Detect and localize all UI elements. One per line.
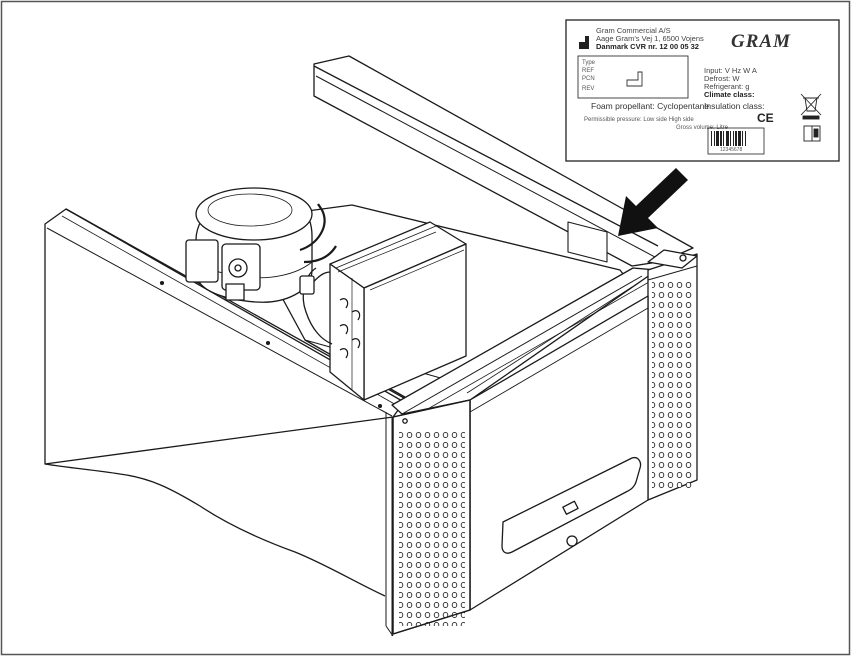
- manual-book-icon: [803, 125, 821, 142]
- label-gross-line: Gross volume: Litre: [676, 125, 729, 131]
- label-rev-field: REV: [582, 86, 595, 92]
- indicator-hole: [566, 535, 578, 547]
- label-barcode-number: 12345678: [720, 147, 743, 153]
- barcode-bar: [738, 131, 741, 146]
- compressor: [185, 187, 337, 303]
- label-type-field: Type: [582, 60, 596, 66]
- barcode-icon: [707, 127, 765, 155]
- label-ref-field: REF: [582, 68, 594, 74]
- label-input-line: Input: V Hz W A: [704, 66, 757, 75]
- label-company-line3: Danmark CVR nr. 12 00 05 32: [596, 42, 699, 51]
- barcode-bar: [711, 131, 712, 146]
- label-ce-mark: CE: [757, 111, 774, 125]
- rating-label-card: [565, 19, 840, 162]
- left-panel-cut-edge: [44, 463, 386, 597]
- gram-logo-icon: [579, 36, 589, 49]
- label-pcn-field: PCN: [582, 76, 595, 82]
- cabinet-drawing: [44, 55, 698, 637]
- barcode-bar: [730, 131, 731, 146]
- label-company-line2: Aage Gram's Vej 1, 6500 Vojens: [596, 34, 704, 43]
- barcode-bar: [720, 131, 722, 146]
- condenser-unit: [299, 221, 467, 401]
- barcode-bar: [714, 131, 715, 146]
- label-refrigerant-line: Refrigerant: g: [704, 82, 750, 91]
- label-pressure-line: Permissible pressure: Low side High side: [584, 117, 694, 123]
- label-climate-line: Climate class:: [704, 90, 755, 99]
- front-top-rail: [391, 267, 658, 415]
- barcode-bar: [716, 131, 719, 146]
- label-foam-line: Foam propellant: Cyclopentane: [591, 101, 710, 111]
- label-brand: GRAM: [731, 31, 791, 52]
- weee-bin-icon: [800, 93, 822, 120]
- label-insulation-line: Insulation class:: [704, 101, 765, 111]
- barcode-bar: [742, 131, 743, 146]
- barcode-bar: [723, 131, 724, 146]
- right-post-top: [647, 249, 698, 269]
- back-panel-edge: [315, 75, 669, 265]
- model-box-icon: [626, 71, 643, 87]
- barcode-bar: [745, 131, 746, 146]
- label-defrost-line: Defrost: W: [704, 74, 740, 83]
- pointer-arrow-icon: [618, 168, 688, 236]
- barcode-bar: [735, 131, 737, 146]
- rating-plate-location: [567, 221, 608, 263]
- label-company-line1: Gram Commercial A/S: [596, 26, 671, 35]
- barcode-bar: [726, 131, 729, 146]
- barcode-bar: [733, 131, 734, 146]
